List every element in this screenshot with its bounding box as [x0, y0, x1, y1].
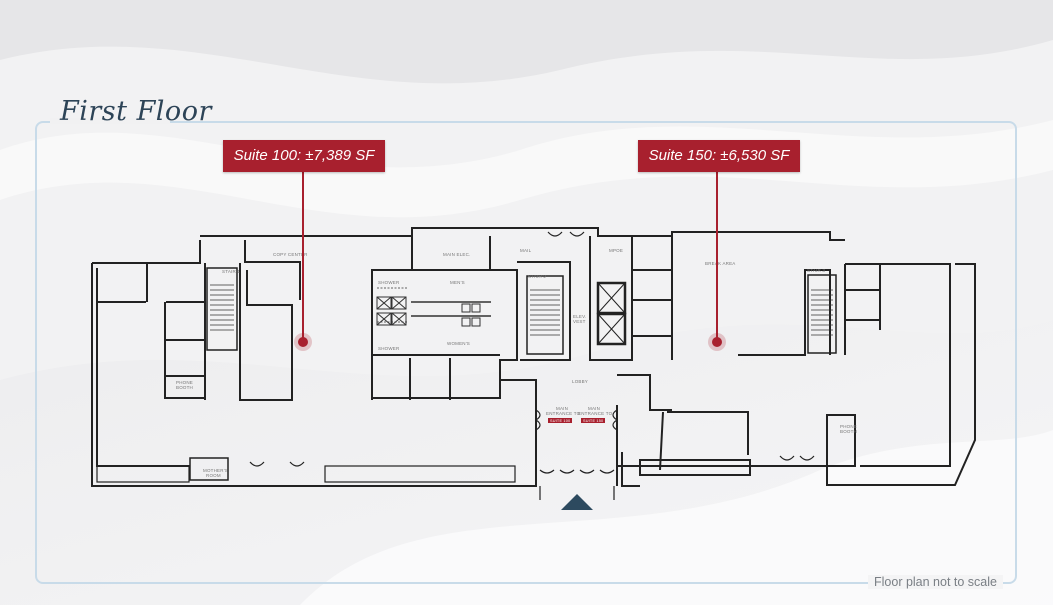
suite-100-label[interactable]: Suite 100: ±7,389 SF [223, 140, 385, 172]
room-label-main-elec: MAIN ELEC. [443, 252, 471, 257]
room-label-stair-2: STAIR 2 [528, 274, 546, 279]
room-label-phone-booth-right-2: BOOTH [840, 429, 857, 434]
room-label-stair-1: STAIR 1 [222, 269, 240, 274]
room-label-stair-3: STAIR 3 [807, 268, 825, 273]
room-label-copy-center: COPY CENTER [273, 252, 308, 257]
entrance-100-line2: ENTRANCE TO [546, 411, 581, 416]
main-entrance-arrow-icon [561, 494, 593, 510]
room-label-mens: MEN'S [450, 280, 465, 285]
entrance-150-line2: ENTRANCE TO [578, 411, 613, 416]
room-label-womens: WOMEN'S [447, 341, 470, 346]
title-gap [50, 118, 170, 124]
suite-100-pin[interactable] [298, 337, 308, 347]
entrance-100-badge: SUITE 100 [550, 419, 570, 423]
floor-plan-frame [35, 121, 1017, 584]
room-label-lobby: LOBBY [572, 379, 588, 384]
room-label-shower-top: SHOWER [378, 280, 400, 285]
entrance-150-badge: SUITE 150 [583, 419, 603, 423]
room-label-phone-booth-right-1: PHONE [840, 424, 857, 429]
room-label-mpoe: MPOE [609, 248, 623, 253]
room-label-break-area: BREAK AREA [705, 261, 736, 266]
room-label-mothers-room-1: MOTHER'S [203, 468, 228, 473]
page-title: First Floor [60, 96, 212, 127]
room-label-elev-vest-line2: VEST [573, 319, 586, 324]
room-label-phone-booth-left-2: BOOTH [176, 385, 193, 390]
entrance-150-line1: MAIN [588, 406, 600, 411]
scale-disclaimer: Floor plan not to scale [868, 575, 1003, 589]
room-label-phone-booth-left-1: PHONE [176, 380, 193, 385]
room-label-mail: MAIL [520, 248, 532, 253]
room-label-shower-bottom: SHOWER [378, 346, 400, 351]
room-label-elev-vest-line1: ELEV. [573, 314, 586, 319]
suite-150-label[interactable]: Suite 150: ±6,530 SF [638, 140, 800, 172]
suite-150-pin[interactable] [712, 337, 722, 347]
entrance-100-line1: MAIN [556, 406, 568, 411]
room-label-mothers-room-2: ROOM [206, 473, 221, 478]
